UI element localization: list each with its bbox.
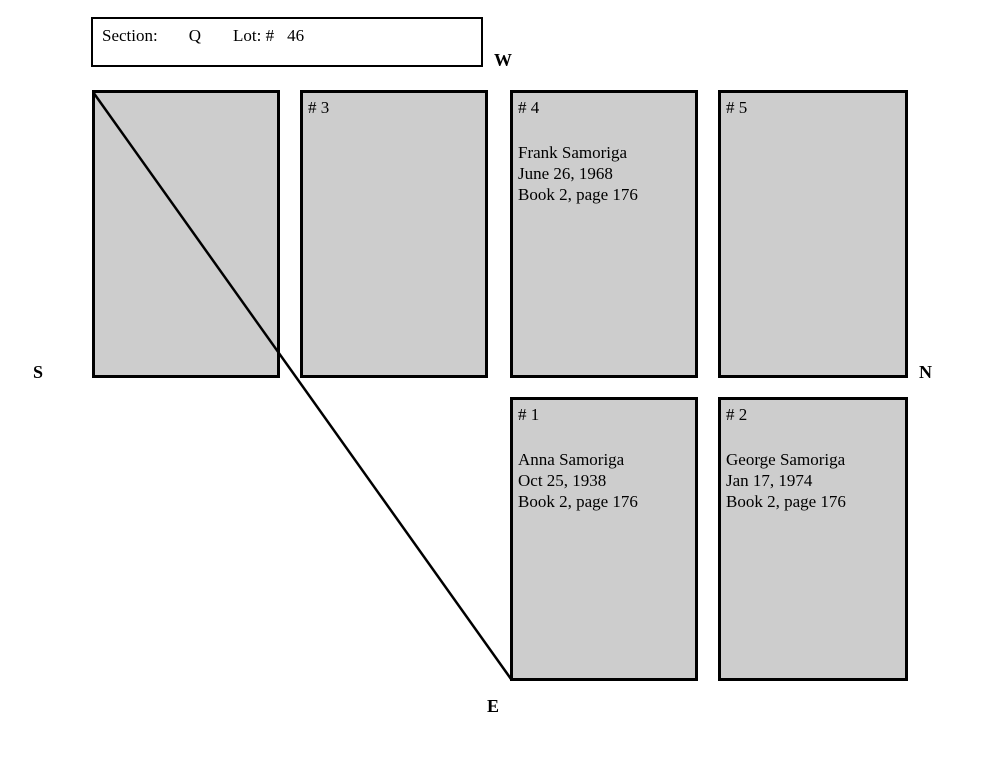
section-lot-header: Section: Q Lot: # 46 [91, 17, 483, 67]
plot-number: # 4 [518, 98, 540, 117]
plot-occupant-name: Anna Samoriga [518, 450, 625, 469]
plot-occupant-name: George Samoriga [726, 450, 846, 469]
plot-record: Book 2, page 176 [518, 492, 638, 511]
plot-box-3: # 3 [300, 90, 488, 378]
plot-info: George Samoriga Jan 17, 1974 Book 2, pag… [726, 449, 900, 512]
plot-date: Jan 17, 1974 [726, 471, 813, 490]
lot-value: 46 [287, 26, 305, 45]
plot-number: # 2 [726, 405, 748, 424]
plot-box-5: # 5 [718, 90, 908, 378]
plot-record: Book 2, page 176 [518, 185, 638, 204]
compass-north-label: N [919, 362, 932, 382]
compass-south-label: S [33, 362, 44, 382]
plot-box-unmarked [92, 90, 280, 378]
plot-number: # 3 [308, 98, 330, 117]
lot-label: Lot: # [233, 26, 275, 45]
plot-number [100, 97, 272, 118]
plot-number: # 5 [726, 98, 748, 117]
section-value: Q [188, 26, 201, 45]
compass-west-label: W [494, 50, 512, 70]
plot-date: Oct 25, 1938 [518, 471, 607, 490]
plot-box-1: # 1 Anna Samoriga Oct 25, 1938 Book 2, p… [510, 397, 698, 681]
plot-date: June 26, 1968 [518, 164, 613, 183]
plot-box-2: # 2 George Samoriga Jan 17, 1974 Book 2,… [718, 397, 908, 681]
plot-record: Book 2, page 176 [726, 492, 846, 511]
plot-info: Anna Samoriga Oct 25, 1938 Book 2, page … [518, 449, 690, 512]
plot-number: # 1 [518, 405, 540, 424]
compass-east-label: E [487, 696, 500, 716]
section-label: Section: [102, 26, 158, 45]
plot-box-4: # 4 Frank Samoriga June 26, 1968 Book 2,… [510, 90, 698, 378]
plot-occupant-name: Frank Samoriga [518, 143, 628, 162]
plot-info: Frank Samoriga June 26, 1968 Book 2, pag… [518, 142, 690, 205]
